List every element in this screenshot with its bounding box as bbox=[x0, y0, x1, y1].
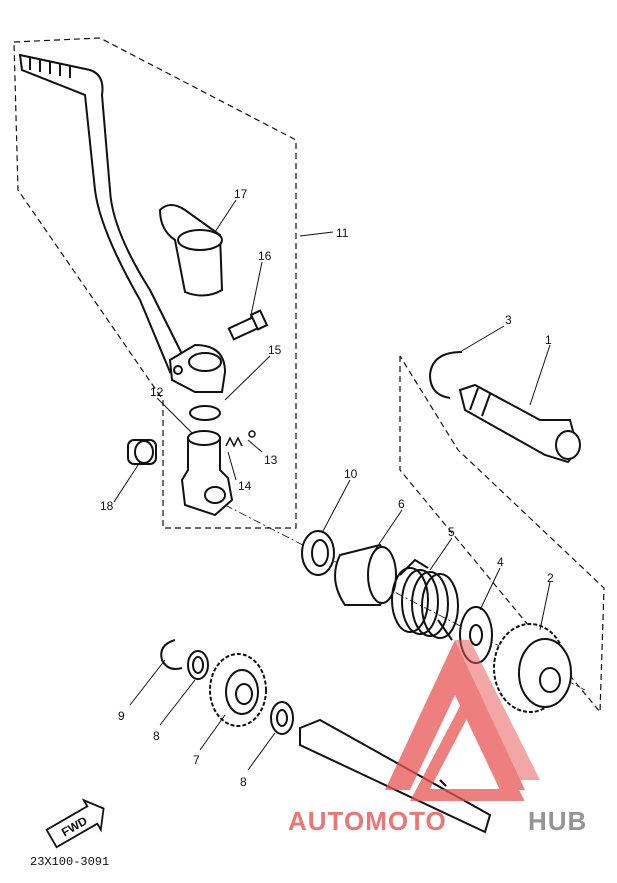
callout-11: 11 bbox=[336, 226, 349, 240]
callout-4: 4 bbox=[497, 555, 504, 569]
spring-14 bbox=[225, 436, 243, 448]
watermark-text-red: AUTOMOTO bbox=[288, 806, 447, 836]
torsion-spring-5 bbox=[391, 558, 459, 641]
kick-lever-assembly-boundary bbox=[13, 37, 297, 529]
callout-18: 18 bbox=[100, 499, 114, 513]
circlip-3 bbox=[428, 351, 463, 399]
callout-14: 14 bbox=[238, 479, 252, 493]
callout-17: 17 bbox=[234, 187, 248, 201]
callout-2: 2 bbox=[547, 571, 554, 585]
callout-8-left: 8 bbox=[153, 729, 160, 743]
diagram-code: 23X100-3091 bbox=[30, 855, 109, 869]
kick-shaft-1 bbox=[458, 383, 581, 464]
callout-16: 16 bbox=[258, 249, 272, 263]
leader-lines bbox=[113, 199, 551, 771]
callout-15: 15 bbox=[268, 343, 282, 357]
kick-shaft-assembly-boundary bbox=[399, 355, 605, 714]
kick-gear-2 bbox=[493, 623, 572, 713]
callout-8-right: 8 bbox=[240, 775, 247, 789]
callout-9: 9 bbox=[118, 709, 125, 723]
callout-10: 10 bbox=[344, 467, 358, 481]
circlip-9 bbox=[160, 639, 183, 670]
idler-gear-7 bbox=[209, 653, 267, 727]
bolt-16 bbox=[227, 309, 269, 341]
kick-lever-boss bbox=[168, 343, 227, 393]
spring-guide-6 bbox=[334, 543, 397, 606]
callout-5: 5 bbox=[448, 525, 455, 539]
callout-labels: 11 17 16 15 12 13 14 18 3 1 10 6 5 4 2 9… bbox=[100, 187, 554, 789]
washer-8-right bbox=[270, 701, 294, 735]
o-ring-15 bbox=[189, 405, 221, 421]
oil-seal-10 bbox=[301, 530, 335, 576]
kick-lever-arm bbox=[18, 53, 187, 374]
washer-8-left bbox=[187, 650, 209, 680]
callout-6: 6 bbox=[398, 497, 405, 511]
callout-3: 3 bbox=[505, 313, 512, 327]
kick-crank-boss-12 bbox=[180, 430, 234, 517]
callout-7: 7 bbox=[193, 753, 200, 767]
watermark-text-gray: HUB bbox=[528, 806, 587, 836]
callout-13: 13 bbox=[264, 453, 278, 467]
callout-12: 12 bbox=[150, 385, 164, 399]
rubber-boot-17 bbox=[158, 204, 224, 297]
callout-1: 1 bbox=[545, 333, 552, 347]
collar-18 bbox=[127, 439, 157, 465]
fwd-arrow-icon: FWD bbox=[45, 798, 105, 849]
automotohub-logo bbox=[385, 640, 540, 801]
ball-13 bbox=[248, 430, 256, 438]
